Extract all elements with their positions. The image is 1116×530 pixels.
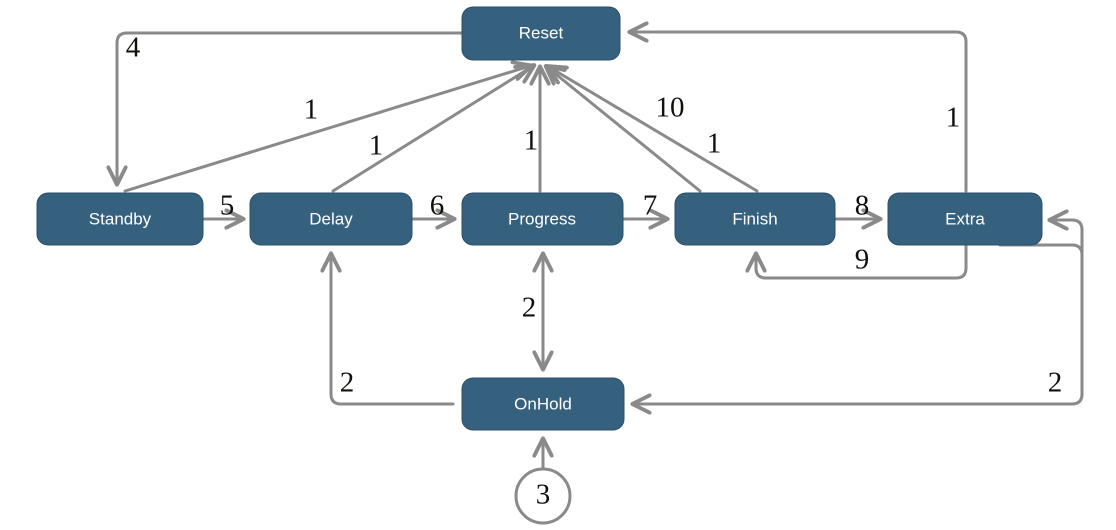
state-box-delay[interactable] xyxy=(249,192,413,246)
edge-standby-reset[interactable] xyxy=(123,66,530,193)
state-box-standby[interactable] xyxy=(36,192,204,246)
edge-label-extra-onhold: 2 xyxy=(1048,367,1063,399)
edge-label-standby-reset: 1 xyxy=(304,94,319,126)
edge-label-reset-standby: 4 xyxy=(126,32,141,64)
edge-reset-standby[interactable] xyxy=(117,31,464,183)
state-box-reset[interactable] xyxy=(461,6,621,61)
state-label-onhold: OnHold xyxy=(514,394,572,413)
edges-layer xyxy=(117,31,1084,471)
edge-extra-finish[interactable] xyxy=(756,243,968,280)
state-node-progress[interactable]: Progress xyxy=(461,192,624,246)
edge-finish-reset-10[interactable] xyxy=(549,67,759,193)
state-node-standby[interactable]: Standby xyxy=(36,192,204,246)
state-label-finish: Finish xyxy=(732,209,777,228)
state-box-onhold[interactable] xyxy=(461,377,625,431)
edge-label-extra-reset: 1 xyxy=(946,102,961,134)
edge-extra-reset[interactable] xyxy=(631,32,968,193)
edge-label-progress-reset: 1 xyxy=(524,125,539,157)
start-node-label: 3 xyxy=(536,479,551,511)
state-label-delay: Delay xyxy=(309,209,353,228)
state-node-onhold[interactable]: OnHold xyxy=(461,377,625,431)
state-label-reset: Reset xyxy=(519,23,564,42)
edge-label-progress-finish: 7 xyxy=(643,190,658,222)
edge-extra-onhold[interactable] xyxy=(634,243,1084,404)
state-node-delay[interactable]: Delay xyxy=(249,192,413,246)
state-box-progress[interactable] xyxy=(461,192,624,246)
state-label-standby: Standby xyxy=(89,209,152,228)
state-node-extra[interactable]: Extra xyxy=(887,192,1043,246)
edge-label-finish-reset-1: 1 xyxy=(707,128,722,160)
state-label-extra: Extra xyxy=(945,209,985,228)
edge-delay-reset[interactable] xyxy=(331,66,533,193)
state-node-finish[interactable]: Finish xyxy=(674,192,836,246)
edge-label-delay-reset: 1 xyxy=(369,130,384,162)
edge-label-extra-finish: 9 xyxy=(855,244,870,276)
edge-labels-layer: 4 1 1 1 10 1 1 5 6 7 8 9 2 2 2 xyxy=(126,32,1063,399)
edge-label-delay-progress: 6 xyxy=(430,190,445,222)
edge-label-progress-onhold: 2 xyxy=(522,292,537,324)
state-label-progress: Progress xyxy=(508,209,576,228)
edge-label-standby-delay: 5 xyxy=(220,190,235,222)
state-box-extra[interactable] xyxy=(887,192,1043,246)
edge-label-onhold-delay: 2 xyxy=(340,367,355,399)
state-node-reset[interactable]: Reset xyxy=(461,6,621,61)
edge-onhold-delay[interactable] xyxy=(331,255,455,406)
start-node-circle[interactable] xyxy=(514,467,572,525)
state-box-finish[interactable] xyxy=(674,192,836,246)
start-node[interactable]: 3 xyxy=(514,467,572,525)
edge-onhold-extra-connector[interactable] xyxy=(1051,220,1084,262)
edge-label-finish-reset-10: 10 xyxy=(656,92,685,124)
edge-finish-reset-1[interactable] xyxy=(547,67,702,193)
edge-label-finish-extra: 8 xyxy=(855,190,870,222)
